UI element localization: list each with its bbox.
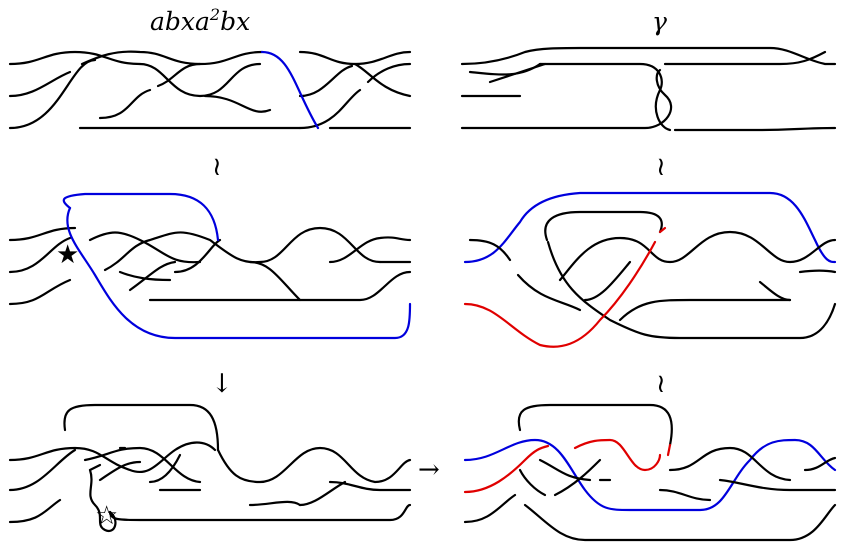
braid-panel-bottom-right (463, 403, 837, 542)
braid-panel-top-left (8, 50, 412, 130)
isotopy-symbol-left-1: ≀ (212, 152, 222, 182)
star-outline-marker: ☆ (95, 501, 118, 531)
isotopy-symbol-right-2: ≀ (656, 369, 666, 399)
braid-panel-middle-right (463, 191, 837, 348)
gamma-label: γ (652, 7, 667, 36)
braid-word-label: abxa2bx (150, 5, 250, 36)
braid-panel-bottom-left: ☆ (8, 403, 412, 533)
braid-panel-middle-left: ★ (8, 192, 412, 340)
down-arrow: ↓ (211, 369, 233, 399)
isotopy-symbol-right-1: ≀ (656, 152, 666, 182)
braid-panel-top-right (460, 46, 837, 132)
star-marker: ★ (56, 240, 79, 270)
right-arrow: → (418, 455, 440, 485)
